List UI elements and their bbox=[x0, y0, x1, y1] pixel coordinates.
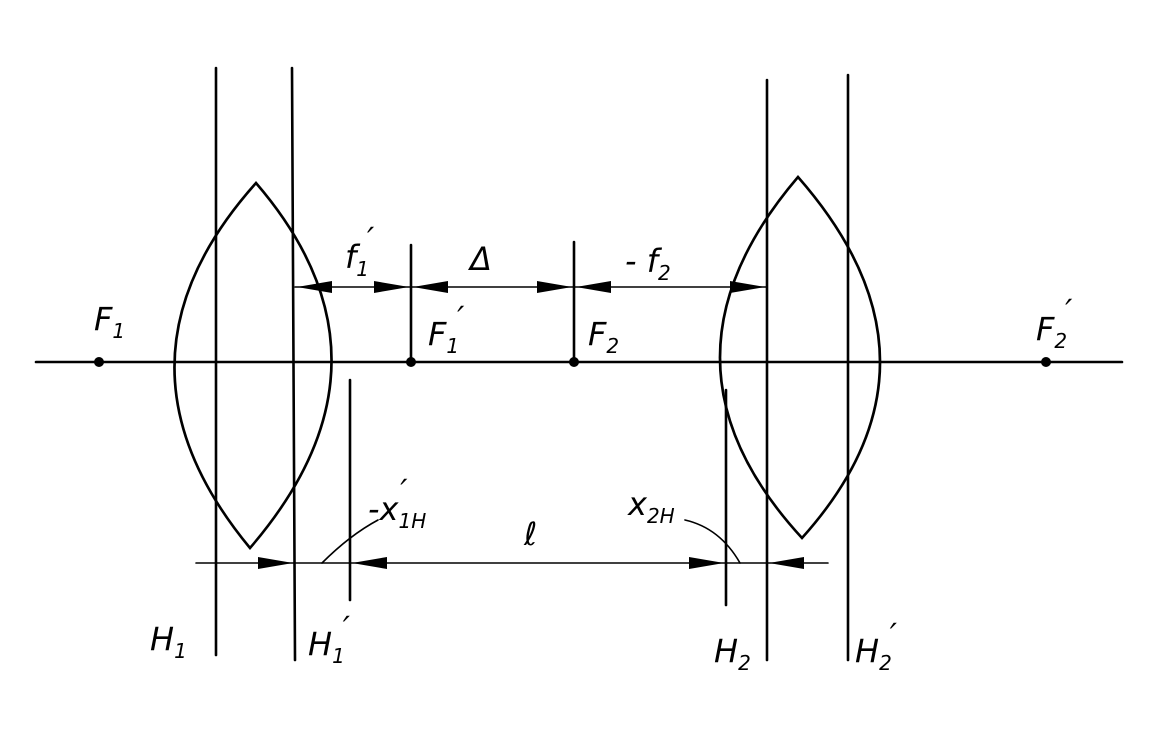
label-f1-prime-distance: f1′ bbox=[345, 220, 375, 281]
focal-point-f2-prime bbox=[1041, 357, 1051, 367]
arrow-f2-start bbox=[576, 281, 611, 293]
arrow-f1-start bbox=[297, 281, 332, 293]
label-l: ℓ bbox=[523, 515, 537, 553]
label-h2-prime: H2′ bbox=[855, 616, 898, 675]
leader-x2h bbox=[684, 519, 741, 564]
focal-point-f2 bbox=[569, 357, 579, 367]
label-minus-x1h-prime: -x1H′ bbox=[368, 472, 426, 533]
lens-2 bbox=[718, 175, 882, 540]
lens-1 bbox=[173, 181, 333, 551]
label-f1-prime: F1′ bbox=[428, 299, 465, 358]
arrow-l-start bbox=[352, 557, 387, 569]
label-delta: Δ bbox=[467, 240, 492, 278]
label-h1: H1 bbox=[150, 620, 187, 663]
label-f2: F2 bbox=[588, 315, 619, 358]
arrow-l-end bbox=[689, 557, 724, 569]
principal-plane-h1-prime bbox=[290, 66, 297, 662]
label-minus-f2: - f2 bbox=[625, 242, 671, 285]
focal-point-f1-prime bbox=[406, 357, 416, 367]
label-f2-prime: F2′ bbox=[1036, 292, 1073, 353]
arrow-delta-end bbox=[537, 281, 572, 293]
leader-x1h bbox=[321, 519, 379, 564]
arrow-delta-start bbox=[413, 281, 448, 293]
label-x2h: x2H bbox=[627, 485, 675, 528]
label-h2: H2 bbox=[714, 632, 751, 675]
label-f1: F1 bbox=[94, 300, 125, 343]
label-h1-prime: H1′ bbox=[308, 609, 351, 668]
arrow-x1h-left bbox=[258, 557, 293, 569]
focal-point-f1 bbox=[94, 357, 104, 367]
arrow-f1-end bbox=[374, 281, 409, 293]
arrow-x2h-right bbox=[769, 557, 804, 569]
arrow-f2-end bbox=[730, 281, 765, 293]
